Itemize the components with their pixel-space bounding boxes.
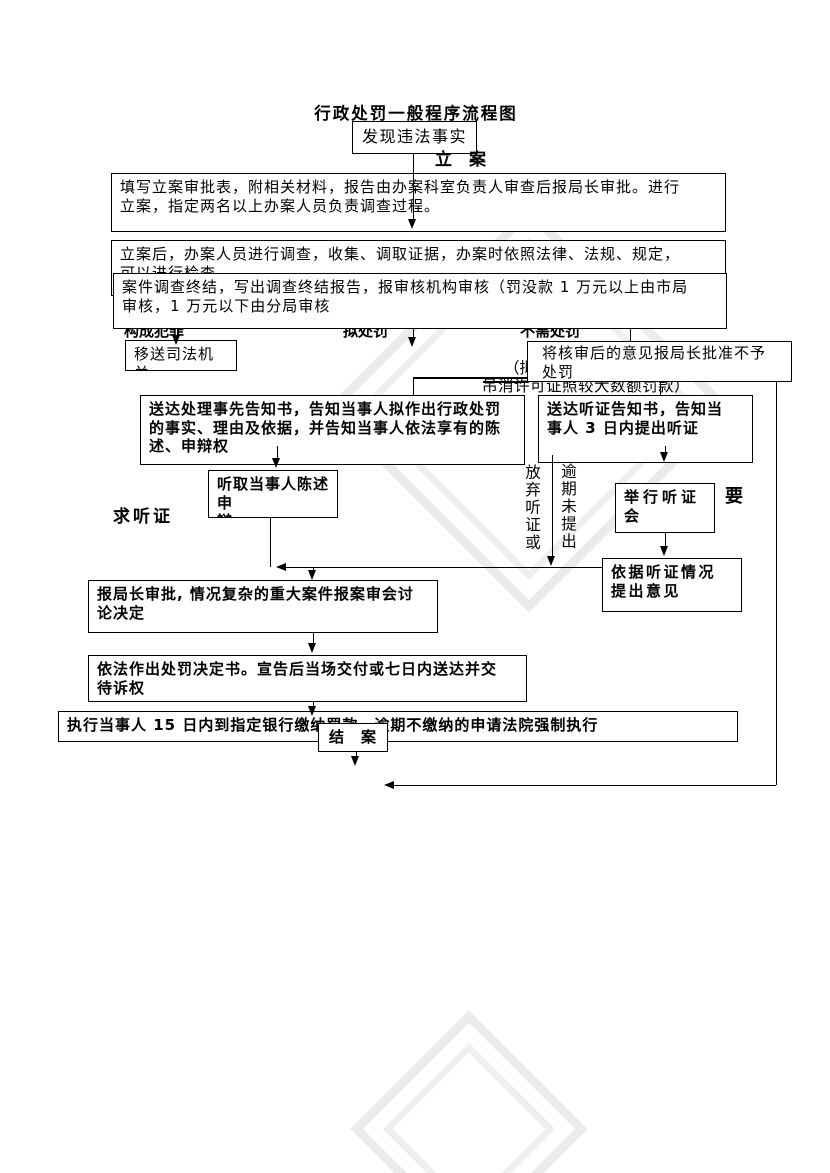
- arrowhead: [308, 643, 316, 653]
- arrowhead: [408, 219, 416, 229]
- connector-approval-to-decision: [312, 633, 314, 644]
- connector-start-to-file: [412, 154, 414, 220]
- connector-branch-drop-right: [659, 377, 661, 395]
- arrowhead: [660, 546, 668, 556]
- arrowhead: [272, 458, 280, 468]
- watermark-diamond: [350, 1010, 588, 1173]
- arrowhead: [308, 706, 316, 716]
- label-yao: 要: [725, 486, 743, 507]
- connector-close-down: [355, 752, 357, 757]
- connector-giveup-overdue-down: [551, 455, 553, 557]
- node-conclude-review: 案件调查终结，写出调查终结报告，报审核机构审核（罚没款 1 万元以上由市局 审核…: [113, 273, 727, 329]
- label-li-an: 立 案: [435, 150, 486, 170]
- label-give-up-hearing: 放弃听证或: [523, 464, 541, 552]
- arrowhead: [172, 335, 180, 345]
- node-prior-notice: 送达处理事先告知书，告知当事人拟作出行政处罚 的事实、理由及依据，并告知当事人依…: [140, 395, 525, 465]
- connector-branch-drop-left: [412, 377, 414, 395]
- node-file-case: 填写立案审批表，附相关材料，报告由办案科室负责人审查后报局长审批。进行 立案，指…: [111, 173, 726, 232]
- arrowhead-left: [276, 562, 286, 571]
- arrowhead-left: [384, 780, 394, 789]
- node-hold-hearing: 举行听证 会: [615, 483, 715, 533]
- page-title: 行政处罚一般程序流程图: [314, 104, 518, 123]
- node-listen-statement: 听取当事人陈述申 辩: [208, 470, 338, 518]
- node-make-decision: 依法作出处罚决定书。宣告后当场交付或七日内送达并交 待诉权: [88, 655, 527, 702]
- connector-to-no-punish-box: [629, 329, 631, 341]
- node-close-case: 结 案: [318, 723, 388, 752]
- arrowhead: [660, 452, 668, 462]
- node-director-approval: 报局长审批, 情况复杂的重大案件报案审会讨 论决定: [88, 580, 438, 633]
- node-start: 发现违法事实: [352, 121, 477, 154]
- label-overdue-not-raised: 逾期未提出: [559, 463, 577, 551]
- arrowhead: [308, 570, 316, 580]
- node-hearing-opinion: 依据听证情况 提出意见: [602, 558, 742, 612]
- arrowhead: [351, 756, 359, 766]
- connector-into-approval: [312, 567, 314, 571]
- divider-line: [483, 381, 529, 383]
- node-no-punish-approval: 将核审后的意见报局长批准不予 处罚: [527, 341, 792, 382]
- arrowhead: [408, 337, 416, 347]
- connector-decision-to-execute: [312, 702, 314, 708]
- connector-hearingnotice-down: [664, 446, 666, 453]
- arrowhead: [547, 556, 555, 566]
- node-transfer-judicial: 移送司法机 关: [125, 340, 237, 371]
- connector-junction-horizontal: [281, 566, 602, 568]
- connector-to-transfer: [176, 329, 178, 336]
- connector-right-return-horizontal: [389, 784, 776, 786]
- node-hearing-notice: 送达听证告知书，告知当 事人 3 日内提出听证: [538, 395, 753, 463]
- connector-notice-to-listen: [276, 446, 278, 459]
- connector-listen-down: [269, 518, 271, 567]
- connector-hearing-to-opinion: [664, 533, 666, 547]
- connector-right-return-vertical: [775, 382, 777, 785]
- label-qiu-hearing: 求听证: [113, 507, 173, 527]
- connector-main-down: [412, 329, 414, 338]
- node-execute: 执行当事人 15 日内到指定银行缴纳罚款，逾期不缴纳的申请法院强制执行: [58, 711, 738, 742]
